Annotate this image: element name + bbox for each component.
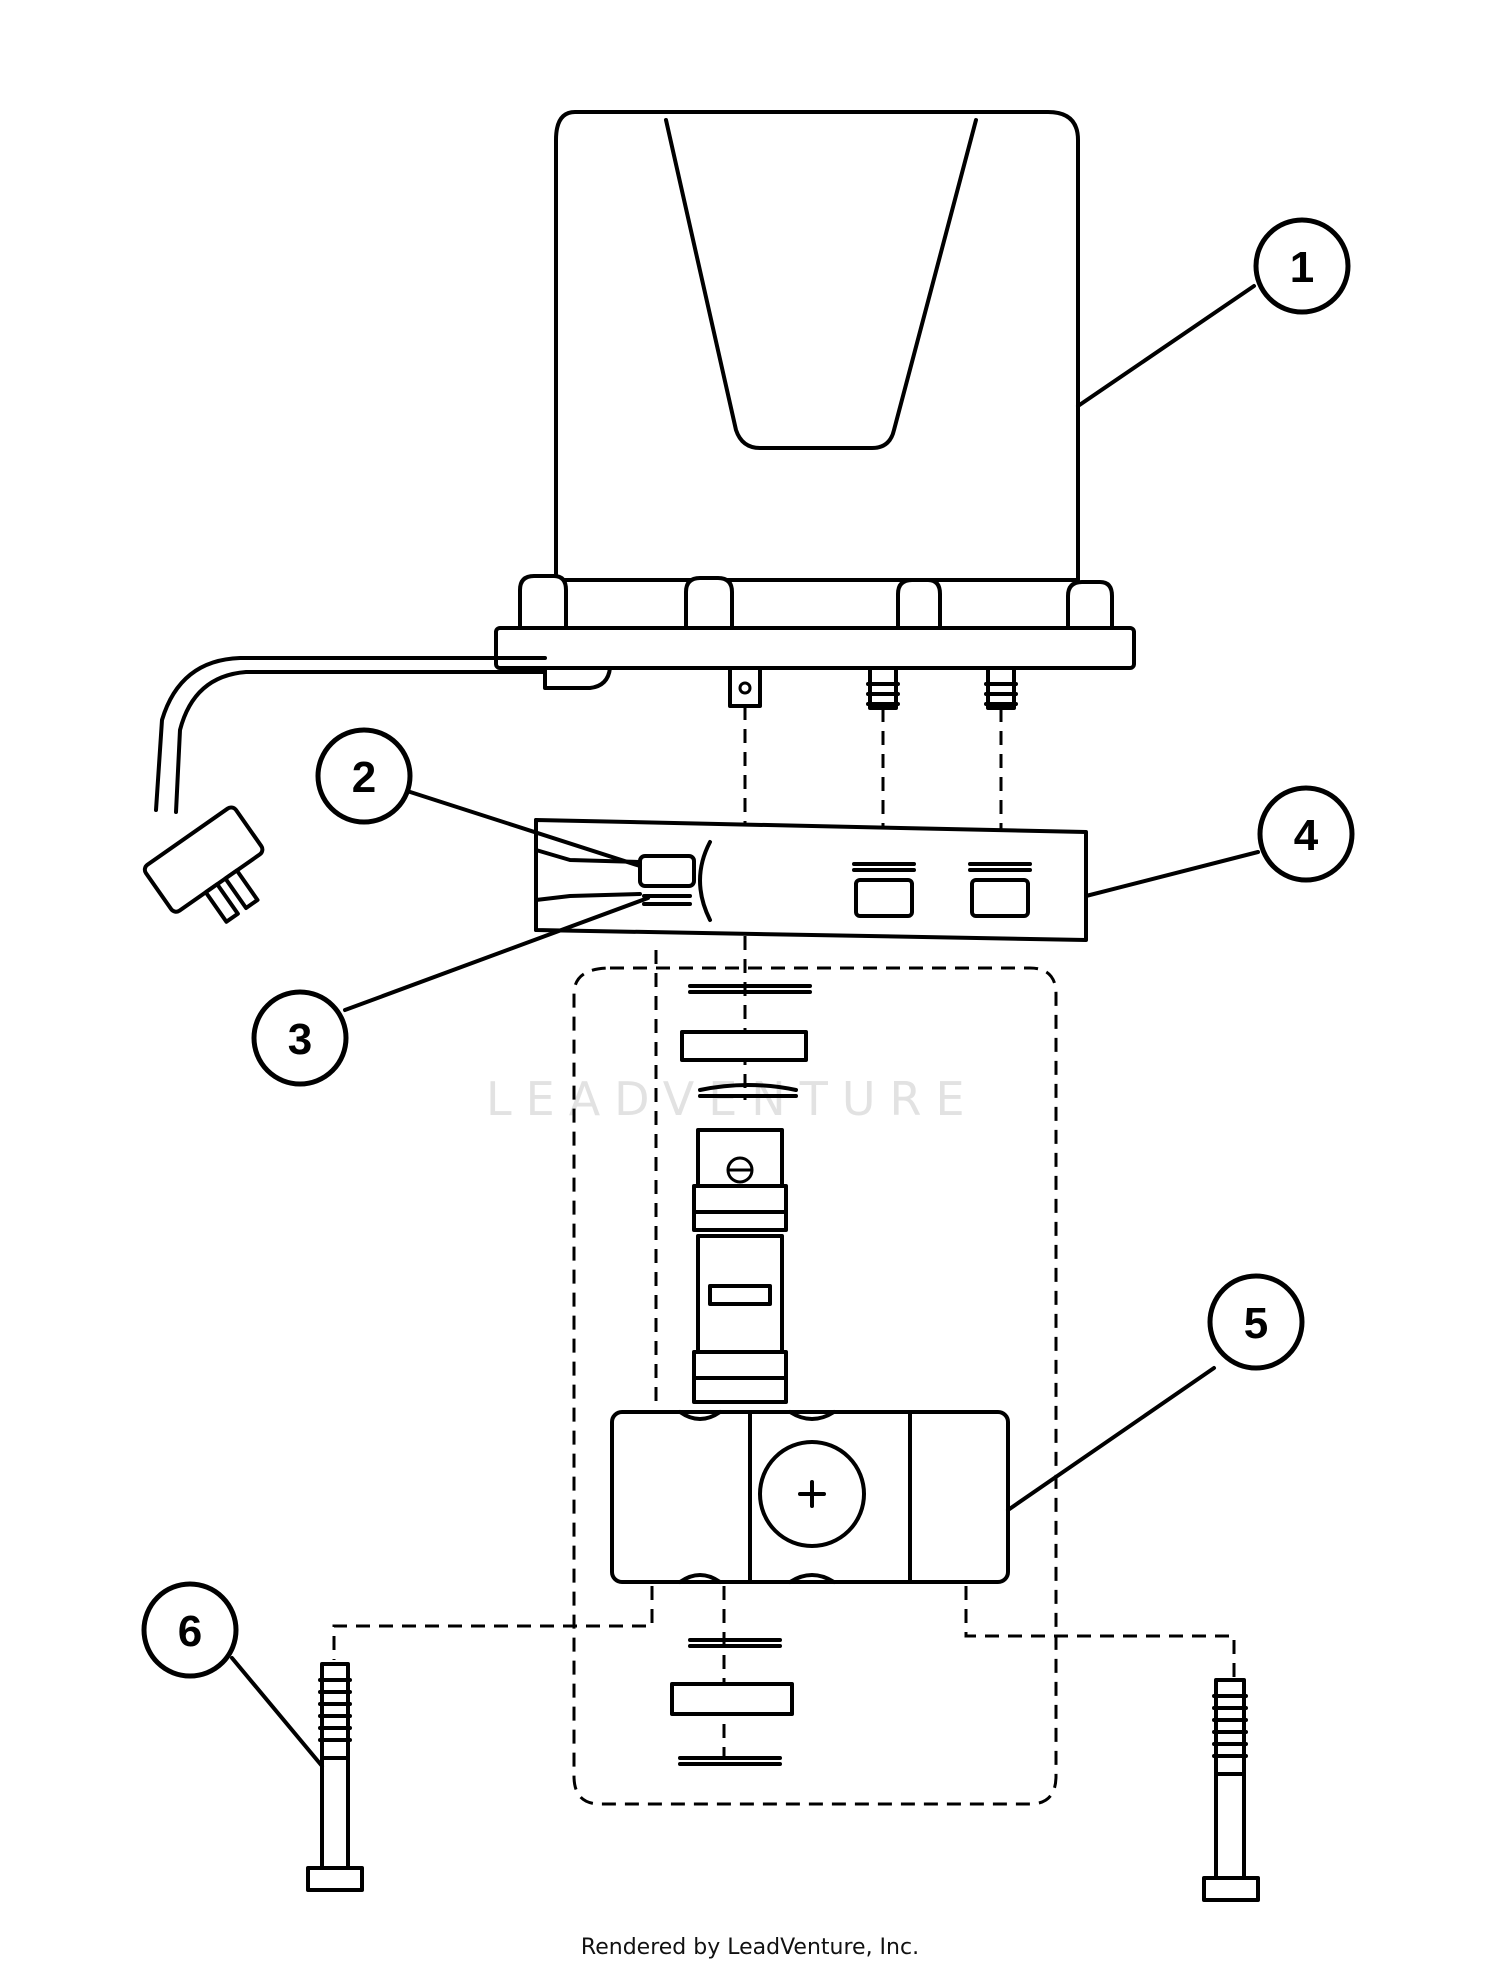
callout-3: 3 bbox=[251, 989, 349, 1087]
leader-line-2 bbox=[402, 788, 642, 868]
part-4-bracket bbox=[534, 818, 1088, 942]
watermark-text: LEADVENTURE bbox=[486, 1072, 979, 1126]
part-5-block bbox=[610, 1410, 1010, 1584]
hardware-stack-upper bbox=[680, 984, 812, 1404]
callout-5: 5 bbox=[1207, 1273, 1305, 1371]
svg-text:4: 4 bbox=[1294, 811, 1319, 860]
svg-text:6: 6 bbox=[178, 1607, 202, 1656]
callout-4: 4 bbox=[1257, 785, 1355, 883]
leader-line-4 bbox=[1084, 850, 1260, 898]
leader-line-3 bbox=[343, 896, 650, 1012]
callout-2: 2 bbox=[315, 727, 413, 825]
svg-text:1: 1 bbox=[1290, 243, 1314, 292]
part-1-housing bbox=[142, 110, 1136, 924]
callout-1: 1 bbox=[1253, 217, 1351, 315]
leader-line-5 bbox=[1006, 1366, 1216, 1512]
svg-text:5: 5 bbox=[1244, 1299, 1268, 1348]
part-6-bolt-left bbox=[306, 1662, 364, 1892]
credit-text: Rendered by LeadVenture, Inc. bbox=[581, 1935, 919, 1960]
callout-6: 6 bbox=[141, 1581, 239, 1679]
hardware-stack-lower bbox=[670, 1586, 794, 1766]
part-6-bolt-right bbox=[1202, 1678, 1260, 1902]
svg-text:3: 3 bbox=[288, 1015, 312, 1064]
leader-line-1 bbox=[1076, 284, 1256, 408]
leader-line-6 bbox=[230, 1656, 324, 1768]
svg-text:2: 2 bbox=[352, 753, 376, 802]
